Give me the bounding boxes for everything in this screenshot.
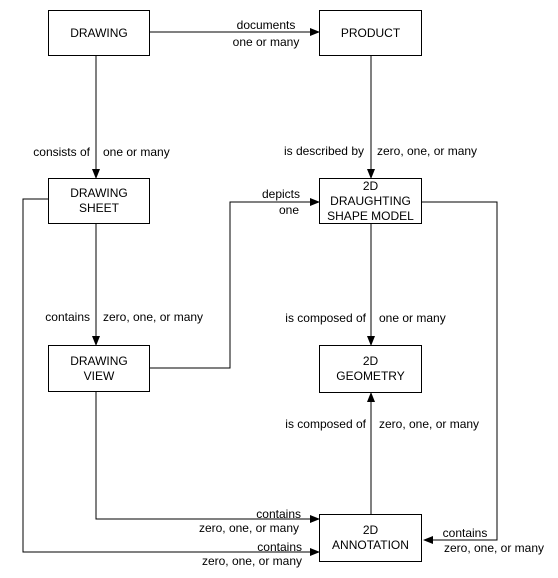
label-view-contains: contains [256, 507, 301, 521]
label-model-composed-of: is composed of [285, 311, 366, 325]
node-drawing-sheet: DRAWING SHEET [48, 178, 150, 224]
label-documents: documents [236, 18, 296, 32]
edge-view-annotation [95, 392, 320, 523]
node-drawing-view: DRAWING VIEW [48, 345, 150, 392]
label-depicts: depicts [261, 187, 301, 201]
node-drawing: DRAWING [48, 10, 150, 56]
edge-sheet-annotation [22, 198, 320, 556]
node-annotation: 2D ANNOTATION [319, 514, 422, 562]
label-view-contains-cardinality: zero, one, or many [198, 521, 299, 535]
edge-model-annotation [422, 201, 498, 544]
node-product: PRODUCT [319, 10, 422, 56]
label-annotation-composed-of: is composed of [285, 417, 366, 431]
label-model-composed-of-cardinality: one or many [379, 311, 446, 325]
label-depicts-cardinality: one [278, 203, 300, 217]
label-sheet-annotation-contains: contains [257, 540, 302, 554]
label-sheet-annotation-contains-cardinality: zero, one, or many [201, 554, 302, 568]
label-documents-cardinality: one or many [232, 35, 300, 49]
edge-view-model [150, 198, 320, 369]
node-geometry: 2D GEOMETRY [319, 345, 422, 393]
label-model-contains: contains [442, 526, 488, 540]
label-consists-of-cardinality: one or many [103, 145, 170, 159]
node-shape-model: 2D DRAUGHTING SHAPE MODEL [319, 178, 422, 224]
label-is-described-by-cardinality: zero, one, or many [377, 144, 478, 158]
label-is-described-by: is described by [283, 144, 364, 158]
label-model-contains-cardinality: zero, one, or many [443, 541, 545, 555]
label-sheet-contains: contains [45, 310, 90, 324]
label-sheet-contains-cardinality: zero, one, or many [103, 310, 204, 324]
label-annotation-composed-of-cardinality: zero, one, or many [379, 417, 480, 431]
label-consists-of: consists of [33, 145, 90, 159]
